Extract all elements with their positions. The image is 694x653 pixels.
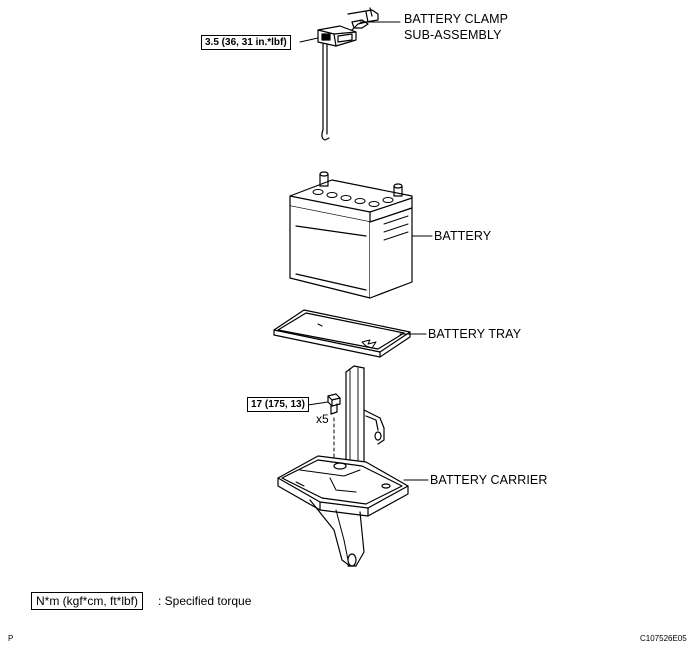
figure-code: C107526E05 [640,634,687,643]
battery-drawing [289,171,433,299]
torque-legend-description: : Specified torque [158,594,252,608]
bolt-drawing [307,393,341,459]
corner-mark-left: P [8,634,14,643]
battery-clamp-drawing [299,7,401,141]
battery-clamp-label-line1: BATTERY CLAMP [404,12,509,26]
battery-tray-label: BATTERY TRAY [428,327,522,341]
battery-carrier-drawing [277,365,429,567]
battery-label: BATTERY [434,229,492,243]
battery-carrier-label: BATTERY CARRIER [430,473,548,487]
torque-unit-legend-box: N*m (kgf*cm, ft*lbf) [31,592,144,610]
carrier-bolt-torque-spec: 17 (175, 13) [247,397,309,412]
clamp-torque-spec: 3.5 (36, 31 in.*lbf) [201,35,291,50]
bolt-quantity: x5 [316,412,329,426]
battery-tray-drawing [273,309,427,358]
battery-clamp-label-line2: SUB-ASSEMBLY [404,28,502,42]
